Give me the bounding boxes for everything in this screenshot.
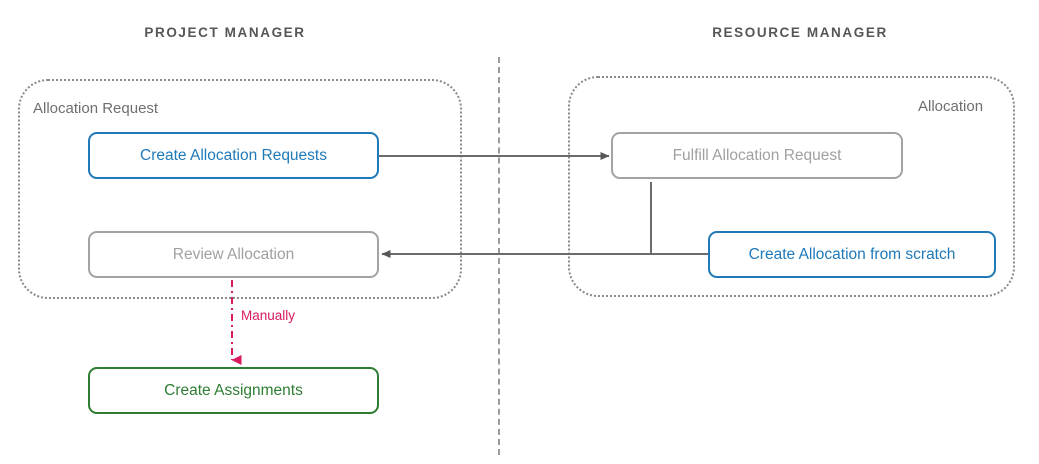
swimlane-divider [498, 57, 500, 455]
swimlane-title-resource-manager: RESOURCE MANAGER [712, 25, 888, 40]
group-allocation-request [18, 79, 462, 299]
group-allocation [568, 76, 1015, 297]
node-fulfill-allocation-request[interactable]: Fulfill Allocation Request [611, 132, 903, 179]
node-create-allocation-requests[interactable]: Create Allocation Requests [88, 132, 379, 179]
group-label-allocation-request: Allocation Request [33, 100, 159, 117]
node-create-assignments[interactable]: Create Assignments [88, 367, 379, 414]
node-review-allocation[interactable]: Review Allocation [88, 231, 379, 278]
swimlane-title-project-manager: PROJECT MANAGER [144, 25, 306, 40]
group-label-allocation: Allocation [918, 98, 984, 115]
edge-label-manually: Manually [241, 308, 296, 323]
node-create-allocation-from-scratch[interactable]: Create Allocation from scratch [708, 231, 996, 278]
